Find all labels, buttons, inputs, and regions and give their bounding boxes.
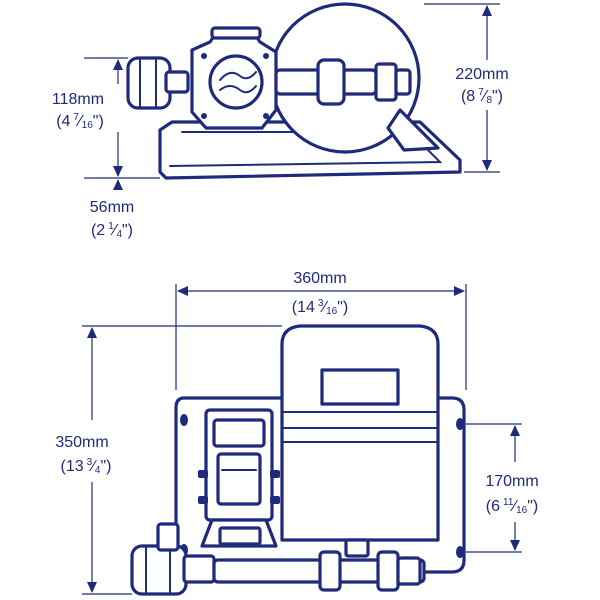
top-tank-label (320, 368, 400, 406)
side-height-base-mm: 56mm (90, 199, 134, 216)
top-width-mm: 360mm (293, 270, 346, 287)
side-height-total-mm: 220mm (455, 66, 508, 83)
top-depth-mm: 350mm (55, 434, 108, 451)
side-inlet-strainer (126, 56, 172, 110)
top-mount-spacing-mm: 170mm (485, 473, 538, 490)
top-accumulator-tank (280, 324, 440, 542)
top-inlet-strainer (130, 544, 188, 596)
side-height-inlet-mm: 118mm (52, 91, 104, 108)
side-tank-bracket (386, 108, 440, 152)
